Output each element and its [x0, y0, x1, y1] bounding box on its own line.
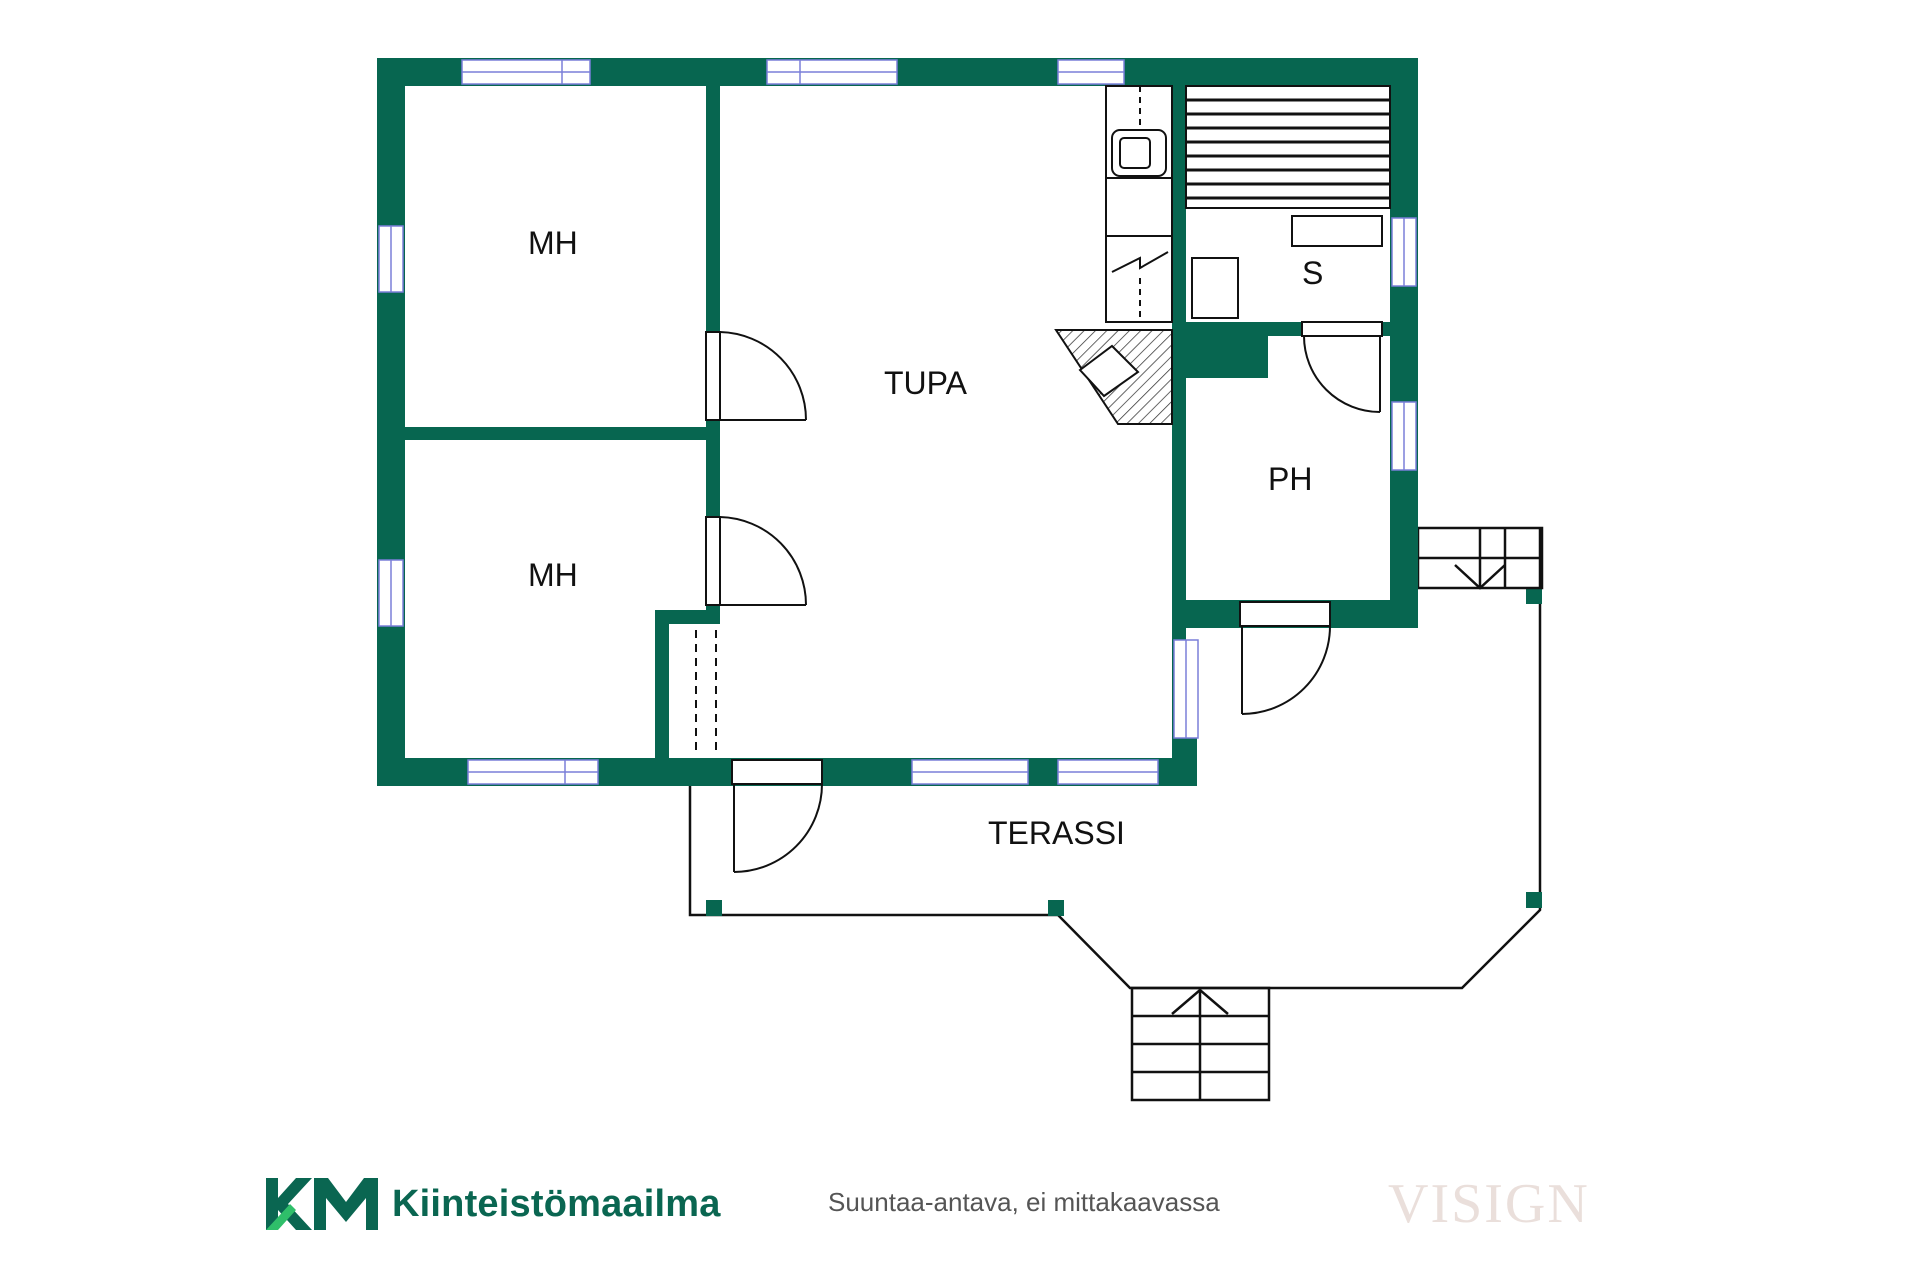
windows [378, 59, 1417, 785]
room-label-tupa: TUPA [884, 365, 968, 401]
sauna-fixtures [1191, 215, 1383, 319]
room-label-terassi: TERASSI [988, 815, 1125, 851]
kitchen-counter [1105, 85, 1173, 323]
closet-rails [695, 630, 717, 755]
floor-plan: MH MH TUPA S PH TERASSI [377, 58, 1544, 1102]
room-label-mh-upper: MH [528, 225, 578, 261]
terrace-outline [688, 528, 1542, 990]
sauna-benches [1185, 85, 1391, 209]
brand-name: Kiinteistömaailma [392, 1182, 721, 1225]
terrace-posts [706, 588, 1542, 916]
disclaimer-note: Suuntaa-antava, ei mittakaavassa [828, 1187, 1220, 1217]
room-label-sauna: S [1302, 255, 1323, 291]
room-label-mh-lower: MH [528, 557, 578, 593]
km-logo-icon [266, 1178, 378, 1230]
brand-logo: Kiinteistömaailma KM [262, 1174, 721, 1234]
side-stairs [1416, 526, 1544, 590]
fireplace [1054, 329, 1173, 425]
front-stairs [1130, 986, 1271, 1102]
watermark: VISIGN [1388, 1173, 1590, 1235]
doors [705, 321, 1383, 873]
room-label-ph: PH [1268, 461, 1312, 497]
